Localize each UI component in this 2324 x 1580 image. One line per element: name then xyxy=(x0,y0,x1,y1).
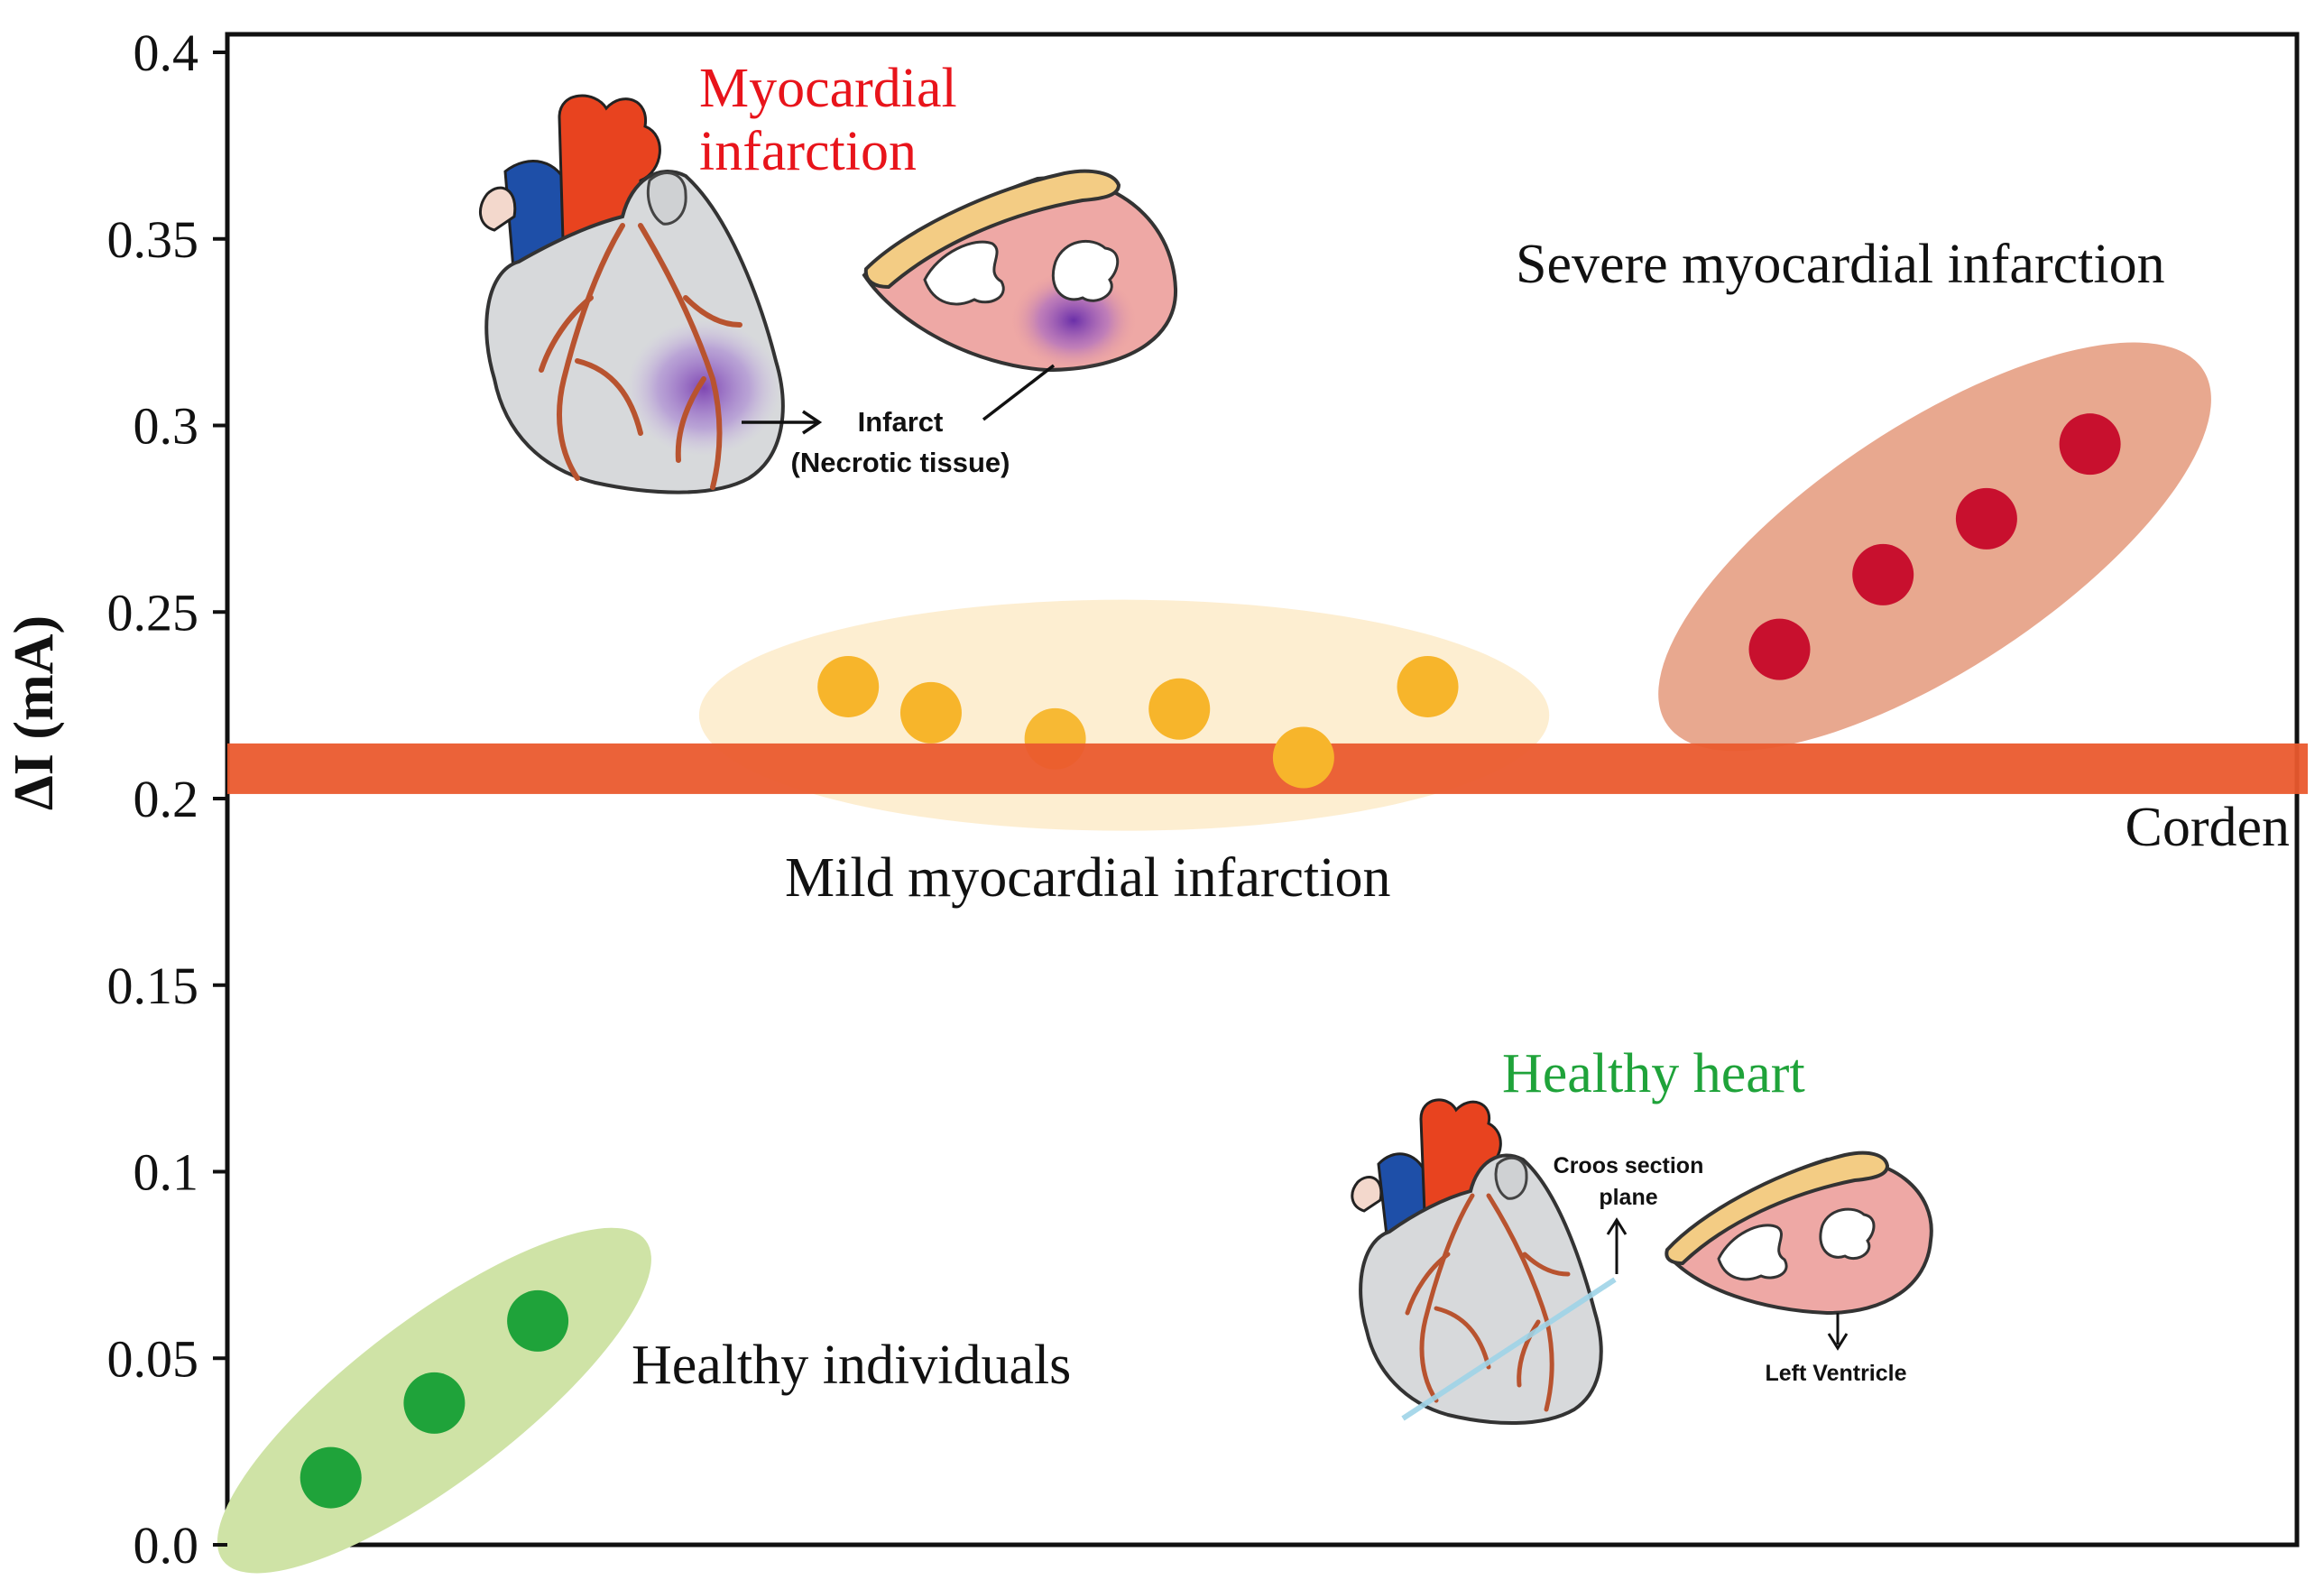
data-point xyxy=(300,1446,362,1509)
y-tick-label: 0.3 xyxy=(134,397,199,456)
data-point xyxy=(2059,413,2121,476)
label-healthy: Healthy individuals xyxy=(632,1335,1071,1396)
y-tick-label: 0.05 xyxy=(107,1329,199,1388)
cross-section-label-line2: plane xyxy=(1599,1185,1657,1210)
data-point xyxy=(1148,678,1211,740)
y-tick-label: 0.1 xyxy=(134,1143,199,1202)
y-axis-title: ΔI (mA) xyxy=(4,615,65,810)
label-cutoff: Corden xyxy=(2125,797,2290,858)
y-tick-label: 0.0 xyxy=(134,1516,199,1575)
y-tick-label: 0.15 xyxy=(107,956,199,1015)
cluster-regions xyxy=(217,342,2211,1574)
points-above-cutoff xyxy=(300,413,2121,1509)
data-point xyxy=(1397,655,1459,717)
y-tick-label: 0.4 xyxy=(134,23,199,82)
infarct-heart-illustration: Infarct (Necrotic tissue) Myocardial inf… xyxy=(479,58,1178,494)
data-point xyxy=(899,681,962,744)
data-point xyxy=(403,1372,466,1434)
data-point xyxy=(1955,487,2017,550)
label-severe: Severe myocardial infarction xyxy=(1516,234,2165,295)
y-tick-label: 0.2 xyxy=(134,770,199,828)
cluster-region xyxy=(1658,342,2211,752)
left-ventricle-label: Left Ventricle xyxy=(1766,1361,1907,1386)
cutoff-band xyxy=(227,743,2308,794)
data-point xyxy=(1852,543,1914,605)
healthy-title: Healthy heart xyxy=(1502,1043,1805,1104)
label-mild: Mild myocardial infarction xyxy=(785,847,1390,909)
y-axis: 0.0 0.05 0.1 0.15 0.2 0.25 0.3 0.35 0.4 xyxy=(107,23,227,1575)
cross-section-label-line1: Croos section xyxy=(1554,1153,1704,1178)
data-point xyxy=(1272,726,1334,789)
y-tick-label: 0.25 xyxy=(107,583,199,642)
data-point xyxy=(1748,618,1811,680)
infarct-label: Infarct xyxy=(858,406,944,438)
data-point xyxy=(817,655,880,717)
y-tick-label: 0.35 xyxy=(107,210,199,269)
infarct-title: Myocardial infarction xyxy=(699,58,971,182)
data-point xyxy=(507,1289,569,1352)
healthy-heart-illustration: Croos section plane Left Ventricle Healt… xyxy=(1351,1043,1933,1426)
infarct-sublabel: (Necrotic tissue) xyxy=(791,447,1010,478)
